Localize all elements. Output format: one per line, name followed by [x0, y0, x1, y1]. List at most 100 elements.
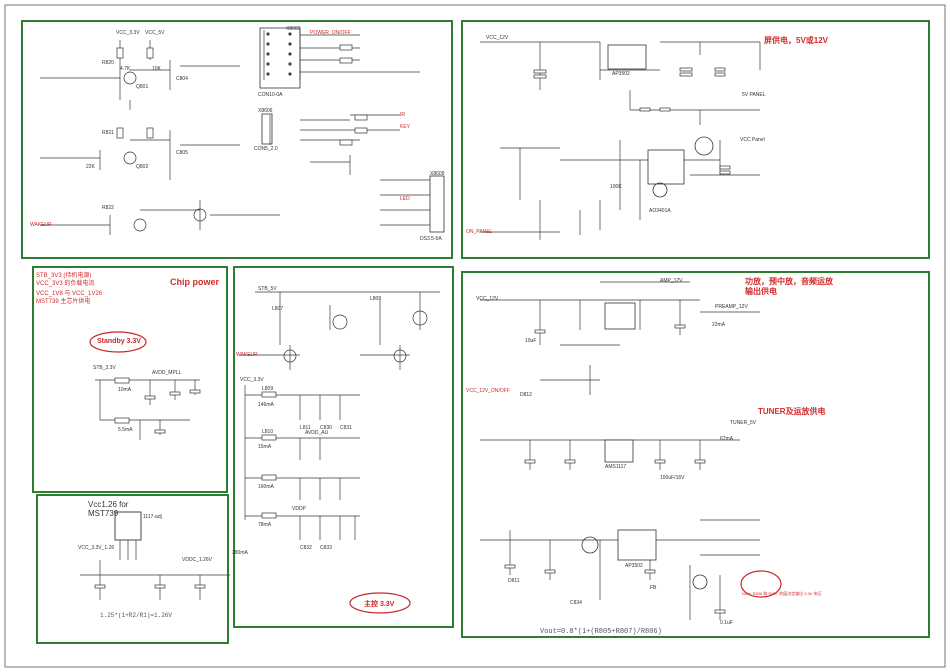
section-box-screen-power	[461, 20, 930, 259]
part-15: C832	[300, 545, 312, 551]
chip-si4-top	[647, 149, 685, 185]
part-17: C834	[570, 600, 582, 606]
net-tuner-5v: TUNER_5V	[730, 420, 757, 426]
part-14: C831	[340, 425, 352, 431]
net-on-panel: ON_PANEL	[466, 229, 493, 235]
interface-transistors	[123, 71, 207, 232]
chip-ams1117-name: AMS1117	[605, 464, 627, 470]
core-power-wiring	[80, 540, 230, 600]
net-key: KEY	[400, 124, 411, 130]
regulator-core	[114, 511, 142, 541]
part-27: 100K	[610, 184, 622, 190]
part-9: L808	[370, 296, 382, 302]
connector-x8603-ref: X8603	[286, 26, 301, 32]
current-5: 160mA	[258, 484, 274, 490]
connector-x8606-ref: X8606	[258, 108, 273, 114]
regulator-core-name: 1117-adj	[143, 514, 162, 520]
part-24: 4.7K	[120, 66, 131, 72]
chip-power-caps	[144, 389, 201, 434]
chip-power-note-3: VCC_1V8 与 VCC_1V26	[36, 291, 103, 297]
transistor-panel-q	[694, 136, 714, 156]
net-amp-12v: AMP_12V	[660, 278, 683, 284]
part-25: 10K	[152, 66, 161, 72]
chip-power-note-1: STB_3V3 (待机电源)	[36, 273, 92, 279]
connector-x8603	[259, 27, 301, 89]
part-13: C830	[320, 425, 332, 431]
standby-badge: Standby 3.3V	[97, 338, 141, 345]
core-power-caps	[94, 584, 206, 589]
current-9: 67mA	[720, 436, 734, 442]
part-2: R821	[102, 130, 114, 136]
net-stb-3v3: STB_3.3V	[93, 365, 116, 371]
part-7: C805	[176, 150, 188, 156]
net-avdd-au: AVDD_AU	[305, 430, 329, 436]
part-19: D811	[508, 578, 520, 584]
net-vddp: VDDP	[292, 506, 306, 512]
core-power-title-2: MST739	[88, 509, 119, 518]
chip-power-title: Chip power	[170, 277, 219, 287]
net-vcc-3v3-126: VCC_3.3V_1.26	[78, 545, 115, 551]
section-box-chip-power	[32, 266, 228, 493]
net-stb-5v: STB_5V	[258, 286, 277, 292]
part-22: 0.1uF	[720, 620, 733, 626]
net-vcc-3v3-main: VCC_3.3V	[240, 377, 264, 383]
part-18: D812	[520, 392, 532, 398]
screen-power-title: 屏供电，5V或12V	[764, 36, 829, 45]
chip-power-wiring	[95, 379, 200, 440]
bottom-right-oval	[740, 570, 782, 598]
net-avdd: AVDD_MPLL	[152, 370, 182, 376]
part-12: L811	[300, 425, 311, 431]
mosfet-bottom	[692, 574, 708, 590]
current-1: 10mA	[118, 387, 132, 393]
core-power-formula: 1.25*(1+R2/R1)=1.26V	[100, 612, 173, 619]
part-21: 100uF/16V	[660, 475, 685, 481]
transistor-bottom	[581, 536, 599, 554]
connector-x8606	[261, 113, 273, 145]
current-6: 78mA	[258, 522, 272, 528]
current-4: 15mA	[258, 444, 272, 450]
net-ir: IR	[400, 112, 405, 118]
main-33-fets	[283, 310, 428, 363]
net-vcc-12v-amp: VCC_12V	[476, 296, 499, 302]
interface-wiring	[40, 30, 430, 235]
connector-x8609-sub: DS3.5-5A	[420, 236, 442, 242]
connector-x8606-sub: CON5_2.0	[254, 146, 278, 152]
screen-power-wiring	[480, 41, 761, 240]
bottom-right-note: Note: R806 和 R807 的值决定输出 3.3V 电压	[742, 591, 822, 596]
part-11: L810	[262, 429, 274, 435]
net-vcc-12v-top: VCC_12V	[486, 35, 509, 41]
current-2: 5.5mA	[118, 427, 133, 433]
part-10: L809	[262, 386, 274, 392]
interface-resistors	[116, 44, 368, 146]
amp-tuner-caps	[504, 324, 726, 614]
part-5: Q802	[136, 164, 149, 170]
chip-ap3502-top-name: AP3502	[612, 71, 630, 77]
current-7: 380mA	[232, 550, 248, 556]
chip-ap3502-top	[607, 44, 647, 70]
part-6: C804	[176, 76, 188, 82]
main-33-badge-oval	[349, 592, 411, 614]
sheet-frame	[4, 4, 946, 668]
amp-power-title-1: 功放，预中放，音频运放	[745, 277, 833, 286]
part-20: FB	[650, 585, 657, 591]
net-vcc-panel: VCC Panel	[740, 137, 765, 143]
connector-x8609-ref: X8609	[430, 171, 445, 177]
net-vddc-126: VDDC_1.26V	[182, 557, 213, 563]
net-5v-panel: 5V PANEL	[742, 92, 766, 98]
mosfet-panel	[652, 182, 668, 198]
part-1: R820	[102, 60, 114, 66]
main-33-wiring	[240, 291, 440, 540]
part-16: C833	[320, 545, 332, 551]
section-box-core-power	[36, 494, 229, 644]
bottom-formula: Vout=0.8*(1+(R805+R807)/R806)	[540, 628, 662, 636]
chip-ams1117	[604, 439, 634, 463]
part-23: 10uF	[525, 338, 537, 344]
chip-ap3502-bottom-name: AP3502	[625, 563, 643, 569]
screen-power-caps	[533, 67, 731, 175]
chip-ap3502-mid	[604, 302, 636, 330]
section-box-interface	[21, 20, 453, 259]
tuner-power-title: TUNER及运放供电	[758, 407, 826, 416]
net-preamp: PREAMP_12V	[715, 304, 748, 310]
connector-x8603-sub: CON10-0A	[258, 92, 283, 98]
